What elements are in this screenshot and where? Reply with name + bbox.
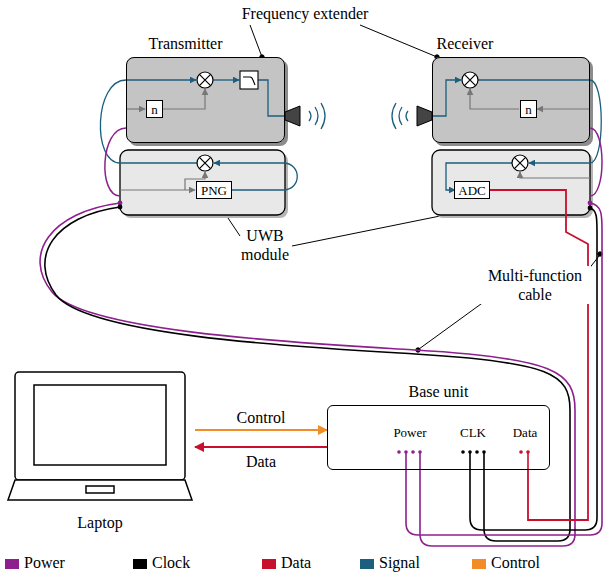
box-heading: Laptop bbox=[77, 513, 122, 532]
callout-label: Frequency extender bbox=[242, 4, 369, 23]
clock-wires bbox=[120, 89, 590, 190]
generator-block: PNG bbox=[196, 181, 232, 199]
legend-swatch bbox=[133, 559, 147, 569]
legend-label: Control bbox=[491, 553, 540, 572]
legend-swatch bbox=[262, 559, 276, 569]
cable-joints bbox=[118, 201, 593, 211]
block-label: PNG bbox=[201, 184, 227, 197]
callout-label: UWB module bbox=[230, 226, 300, 264]
divider-block: n bbox=[520, 100, 537, 118]
converter-block: ADC bbox=[454, 181, 490, 199]
edge-label: Data bbox=[246, 452, 276, 471]
power-loops bbox=[105, 128, 602, 196]
port-label: Power bbox=[393, 425, 426, 441]
box-heading: Receiver bbox=[437, 34, 494, 53]
lowpass-filter bbox=[240, 71, 258, 89]
edge-label: Control bbox=[237, 408, 286, 427]
frequency-extender: nTransmitter bbox=[126, 57, 285, 143]
box-heading: Base unit bbox=[409, 382, 469, 401]
port-label: CLK bbox=[460, 425, 486, 441]
legend-swatch bbox=[360, 559, 374, 569]
port-label: Data bbox=[513, 425, 538, 441]
legend-label: Data bbox=[281, 553, 311, 572]
block-label: n bbox=[525, 103, 532, 116]
legend-swatch bbox=[5, 559, 19, 569]
connector-pins bbox=[397, 450, 530, 470]
block-label: n bbox=[151, 103, 158, 116]
radio-waves bbox=[309, 103, 408, 129]
connector-arrow bbox=[490, 190, 588, 520]
legend-label: Clock bbox=[152, 553, 190, 572]
laptop-icon bbox=[8, 372, 192, 500]
legend-label: Signal bbox=[379, 553, 420, 572]
legend-label: Power bbox=[24, 553, 65, 572]
divider-block: n bbox=[146, 100, 163, 118]
block-label: ADC bbox=[458, 184, 485, 197]
transmitter-hardware bbox=[120, 57, 300, 218]
box-heading: Transmitter bbox=[148, 34, 222, 53]
signal-wires bbox=[100, 80, 601, 190]
connector-arrow bbox=[195, 446, 327, 448]
mixer-symbols bbox=[197, 72, 528, 171]
frequency-extender: nReceiver bbox=[432, 57, 590, 143]
callout-label: Multi-function cable bbox=[479, 266, 591, 304]
laptop: Laptop bbox=[5, 370, 195, 532]
connector-arrow bbox=[195, 429, 327, 431]
legend-swatch bbox=[472, 559, 486, 569]
